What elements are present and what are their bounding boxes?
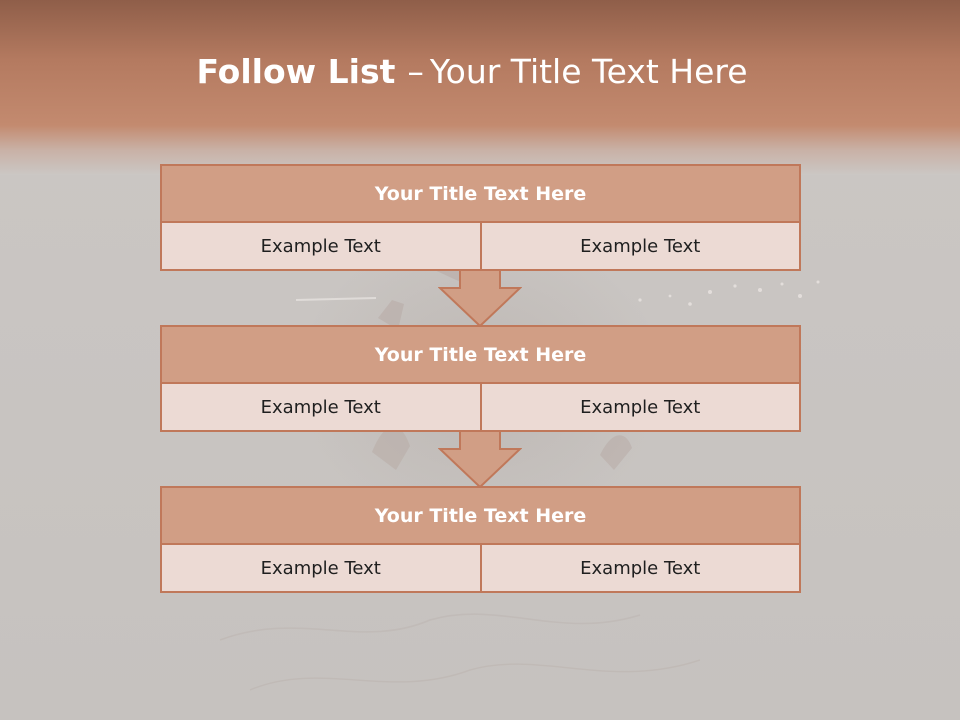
block-row: Example Text Example Text xyxy=(162,223,799,269)
list-block-3: Your Title Text Here Example Text Exampl… xyxy=(160,486,801,593)
header-band xyxy=(0,0,960,175)
block-row: Example Text Example Text xyxy=(162,545,799,591)
down-arrow-icon xyxy=(438,270,522,328)
block-cell-left: Example Text xyxy=(162,223,480,269)
slide-title: Follow List–Your Title Text Here xyxy=(0,52,944,91)
block-cell-left: Example Text xyxy=(162,545,480,591)
block-title: Your Title Text Here xyxy=(162,488,799,545)
block-cell-right: Example Text xyxy=(479,384,799,430)
block-cell-right: Example Text xyxy=(479,545,799,591)
slide-title-rest: Your Title Text Here xyxy=(429,52,748,91)
down-arrow-icon xyxy=(438,431,522,489)
slide-title-bold: Follow List xyxy=(196,52,396,91)
block-title: Your Title Text Here xyxy=(162,327,799,384)
list-block-1: Your Title Text Here Example Text Exampl… xyxy=(160,164,801,271)
list-block-2: Your Title Text Here Example Text Exampl… xyxy=(160,325,801,432)
block-cell-right: Example Text xyxy=(479,223,799,269)
block-row: Example Text Example Text xyxy=(162,384,799,430)
block-title: Your Title Text Here xyxy=(162,166,799,223)
slide-title-dash: – xyxy=(407,52,424,91)
block-cell-left: Example Text xyxy=(162,384,480,430)
